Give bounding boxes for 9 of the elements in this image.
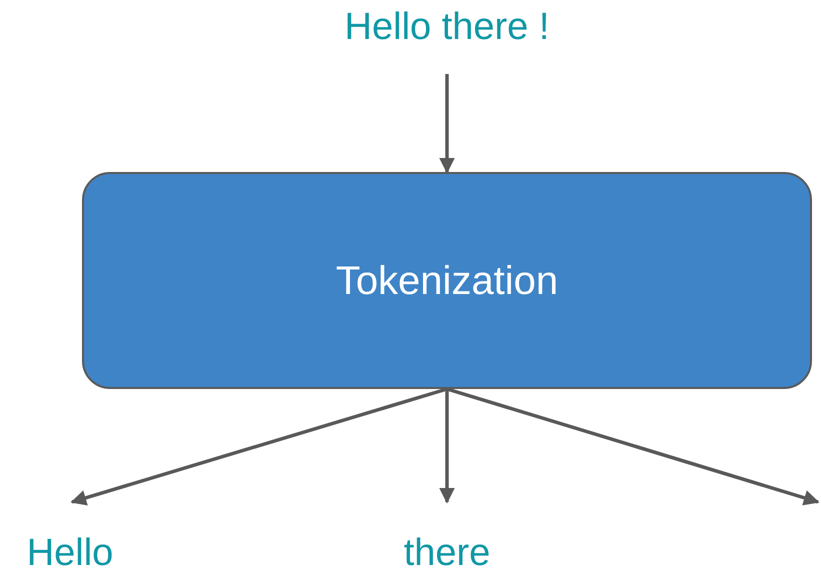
arrow — [446, 387, 820, 506]
text-label: Hello there ! — [344, 8, 550, 46]
arrow — [439, 389, 455, 504]
arrow — [70, 387, 448, 506]
text-label: Hello — [26, 534, 114, 572]
arrow — [439, 74, 455, 174]
box-label: Tokenization — [336, 260, 558, 300]
process-box — [82, 172, 812, 389]
text-label: there — [404, 534, 490, 572]
